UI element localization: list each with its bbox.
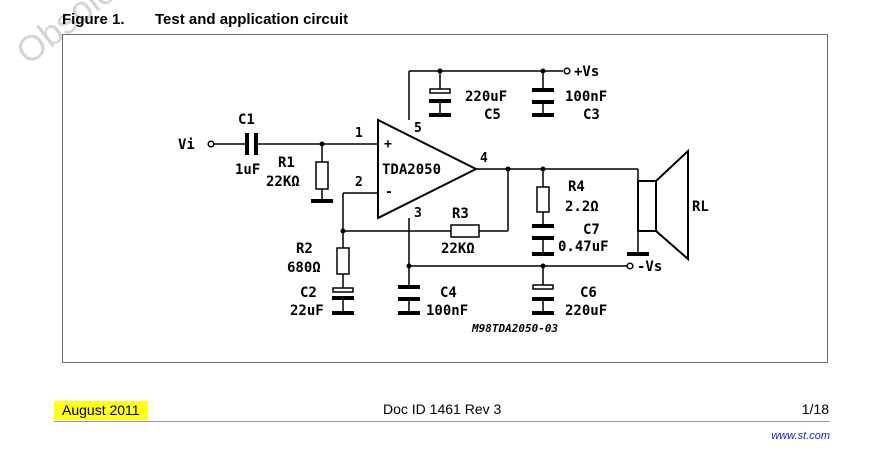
c7-capacitor bbox=[532, 224, 554, 256]
c2-name: C2 bbox=[300, 285, 317, 301]
pin-2-label: 2 bbox=[355, 175, 363, 190]
r1-name: R1 bbox=[278, 155, 295, 171]
speaker-ground bbox=[627, 252, 649, 256]
vs-minus-label: -Vs bbox=[637, 259, 662, 275]
wires bbox=[214, 70, 639, 311]
r2-value: 680Ω bbox=[287, 260, 321, 276]
c4-value: 100nF bbox=[426, 303, 468, 319]
figure-number: Figure 1. bbox=[62, 11, 125, 28]
ic-label: TDA2050 bbox=[382, 162, 441, 178]
r4-value: 2.2Ω bbox=[565, 199, 599, 215]
figure-title: Figure 1. Test and application circuit bbox=[62, 11, 348, 28]
c5-capacitor bbox=[429, 88, 451, 117]
website-link[interactable]: www.st.com bbox=[771, 430, 830, 442]
c4-name: C4 bbox=[440, 285, 457, 301]
c1-value: 1uF bbox=[235, 162, 260, 178]
r2-resistor bbox=[336, 247, 350, 275]
pin-1-label: 1 bbox=[355, 126, 363, 141]
vs-plus-label: +Vs bbox=[574, 64, 599, 80]
footer-date: August 2011 bbox=[54, 401, 148, 420]
vi-label: Vi bbox=[178, 137, 195, 153]
opamp-triangle bbox=[377, 118, 479, 220]
r1-ground bbox=[311, 199, 333, 203]
c1-name: C1 bbox=[238, 112, 255, 128]
c6-capacitor bbox=[532, 284, 554, 315]
r3-resistor bbox=[450, 224, 480, 238]
plus-input-label: + bbox=[384, 137, 392, 152]
r4-name: R4 bbox=[568, 179, 585, 195]
c3-value: 100nF bbox=[565, 89, 607, 105]
vs-minus-terminal bbox=[626, 262, 634, 270]
r1-resistor bbox=[315, 161, 329, 190]
rl-label: RL bbox=[692, 199, 709, 215]
pin-5-label: 5 bbox=[414, 121, 422, 136]
figure-caption: Test and application circuit bbox=[155, 11, 349, 28]
c7-value: 0.47uF bbox=[558, 239, 609, 255]
r3-value: 22KΩ bbox=[441, 241, 475, 257]
c2-value: 22uF bbox=[290, 303, 324, 319]
c3-name: C3 bbox=[583, 107, 600, 123]
c5-value: 220uF bbox=[465, 89, 507, 105]
c5-name: C5 bbox=[484, 107, 501, 123]
r4-resistor bbox=[536, 186, 550, 213]
r2-name: R2 bbox=[296, 241, 313, 257]
vi-terminal bbox=[207, 140, 215, 148]
c4-capacitor bbox=[398, 285, 420, 315]
pin-4-label: 4 bbox=[480, 151, 488, 166]
figure-frame bbox=[62, 34, 828, 363]
footer-rule bbox=[54, 421, 830, 422]
r1-value: 22KΩ bbox=[266, 174, 300, 190]
footer-page-number: 1/18 bbox=[801, 401, 829, 417]
speaker-icon bbox=[637, 148, 689, 262]
c7-name: C7 bbox=[583, 222, 600, 238]
r3-name: R3 bbox=[452, 206, 469, 222]
drawing-code: M98TDA2050-03 bbox=[471, 322, 558, 335]
c2-capacitor bbox=[332, 287, 354, 315]
minus-input-label: - bbox=[385, 185, 393, 200]
c3-capacitor bbox=[532, 88, 554, 117]
c1-capacitor bbox=[245, 133, 258, 155]
footer-doc-id: Doc ID 1461 Rev 3 bbox=[383, 401, 502, 417]
c6-name: C6 bbox=[580, 285, 597, 301]
vs-plus-terminal bbox=[563, 67, 571, 75]
pin-3-label: 3 bbox=[414, 206, 422, 221]
junction-dots bbox=[319, 68, 546, 269]
c6-value: 220uF bbox=[565, 303, 607, 319]
